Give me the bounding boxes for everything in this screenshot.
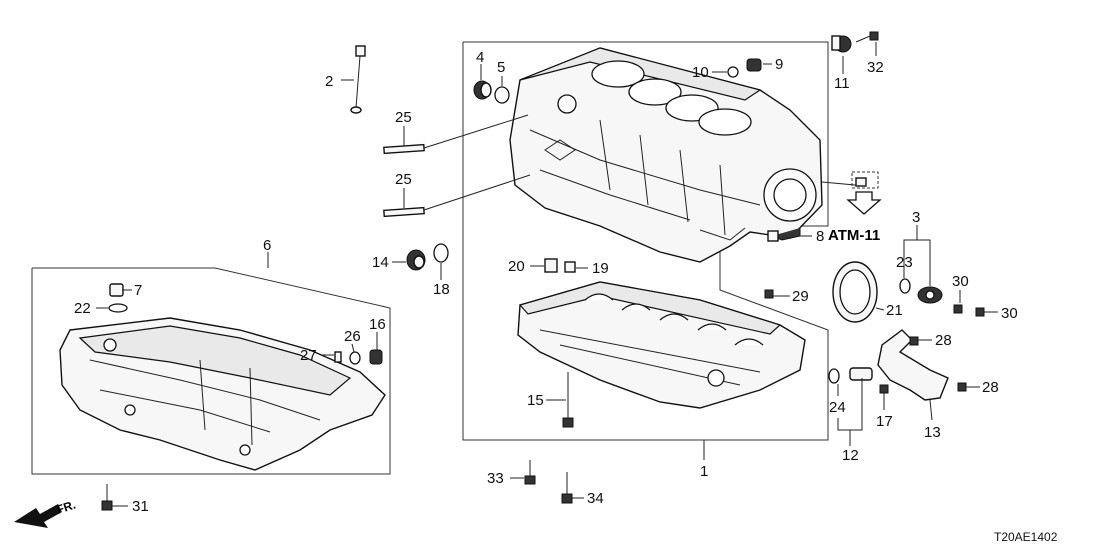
callout-9[interactable]: 9 (775, 56, 783, 73)
callout-31[interactable]: 31 (132, 498, 149, 515)
bolt-17 (879, 384, 889, 402)
callout-30-lower[interactable]: 30 (1001, 305, 1018, 322)
callout-20[interactable]: 20 (508, 258, 525, 275)
sensor-12 (828, 367, 873, 384)
reference-code: T20AE1402 (994, 530, 1058, 544)
plug-4 (473, 80, 492, 100)
callout-2[interactable]: 2 (325, 73, 333, 90)
oil-pan-frame (31, 267, 391, 475)
atm-arrow-icon (846, 191, 882, 215)
callout-26[interactable]: 26 (344, 328, 361, 345)
gasket-22 (108, 303, 128, 313)
o-ring-10 (727, 66, 739, 78)
callout-34[interactable]: 34 (587, 490, 604, 507)
callout-18[interactable]: 18 (433, 281, 450, 298)
callout-4[interactable]: 4 (476, 49, 484, 66)
knock-sensor-3 (917, 286, 943, 304)
callout-22[interactable]: 22 (74, 300, 91, 317)
cylinder-block (509, 47, 823, 263)
callout-23[interactable]: 23 (896, 254, 913, 271)
callout-11[interactable]: 11 (834, 75, 850, 92)
dowel-19 (564, 261, 576, 273)
fr-arrow-icon (14, 504, 62, 528)
callout-14[interactable]: 14 (372, 254, 389, 271)
callout-29[interactable]: 29 (792, 288, 809, 305)
bolt-27 (334, 351, 342, 363)
callout-17[interactable]: 17 (876, 413, 893, 430)
callout-32[interactable]: 32 (867, 59, 884, 76)
bolt-15 (562, 372, 574, 428)
callout-3[interactable]: 3 (912, 209, 920, 226)
dowel-20 (544, 258, 558, 273)
callout-8[interactable]: 8 (816, 228, 824, 245)
dowel-14 (406, 249, 426, 271)
callout-25-upper[interactable]: 25 (395, 109, 412, 126)
washer-26 (349, 351, 361, 365)
callout-21[interactable]: 21 (886, 302, 903, 319)
sensor-11 (831, 35, 852, 53)
stud-bolt-25-lower (383, 206, 425, 218)
bolt-29 (764, 289, 774, 299)
o-ring-18 (433, 243, 449, 263)
plug-7 (109, 283, 124, 297)
lower-block (517, 281, 806, 409)
callout-5[interactable]: 5 (497, 59, 505, 76)
callout-1[interactable]: 1 (700, 463, 708, 480)
bolt-2 (350, 45, 366, 114)
callout-25-lower[interactable]: 25 (395, 171, 412, 188)
callout-19[interactable]: 19 (592, 260, 609, 277)
bolts-30 (953, 304, 985, 317)
callout-7[interactable]: 7 (134, 282, 142, 299)
oil-seal-21 (832, 261, 878, 323)
callout-30-upper[interactable]: 30 (952, 273, 969, 290)
o-ring-5 (494, 86, 510, 104)
callout-27[interactable]: 27 (300, 347, 317, 364)
drain-bolt-16 (369, 349, 383, 365)
callout-10[interactable]: 10 (692, 64, 709, 81)
callout-24[interactable]: 24 (829, 399, 846, 416)
callout-12[interactable]: 12 (842, 447, 859, 464)
plug-9 (746, 58, 762, 72)
atm-tag[interactable]: ATM-11 (828, 227, 880, 244)
callout-15[interactable]: 15 (527, 392, 544, 409)
callout-16[interactable]: 16 (369, 316, 386, 333)
o-ring-23 (899, 278, 911, 294)
callout-6[interactable]: 6 (263, 237, 271, 254)
oil-pan (59, 317, 386, 471)
bolt-31 (101, 484, 113, 511)
fr-label: FR. (55, 498, 78, 517)
callout-33[interactable]: 33 (487, 470, 504, 487)
cylinder-block-frame (462, 41, 829, 441)
callout-labels: 1 2 3 4 5 6 7 8 9 10 11 12 13 14 15 16 1… (74, 49, 1018, 515)
callout-28-lower[interactable]: 28 (982, 379, 999, 396)
callout-28-upper[interactable]: 28 (935, 332, 952, 349)
bolt-34 (561, 472, 573, 504)
callout-13[interactable]: 13 (924, 424, 941, 441)
atm-reference: ATM-11 (828, 171, 882, 244)
bolt-33 (524, 460, 536, 485)
front-direction: FR. (14, 498, 77, 528)
sensor-8 (767, 228, 801, 242)
bolt-32 (855, 31, 879, 43)
